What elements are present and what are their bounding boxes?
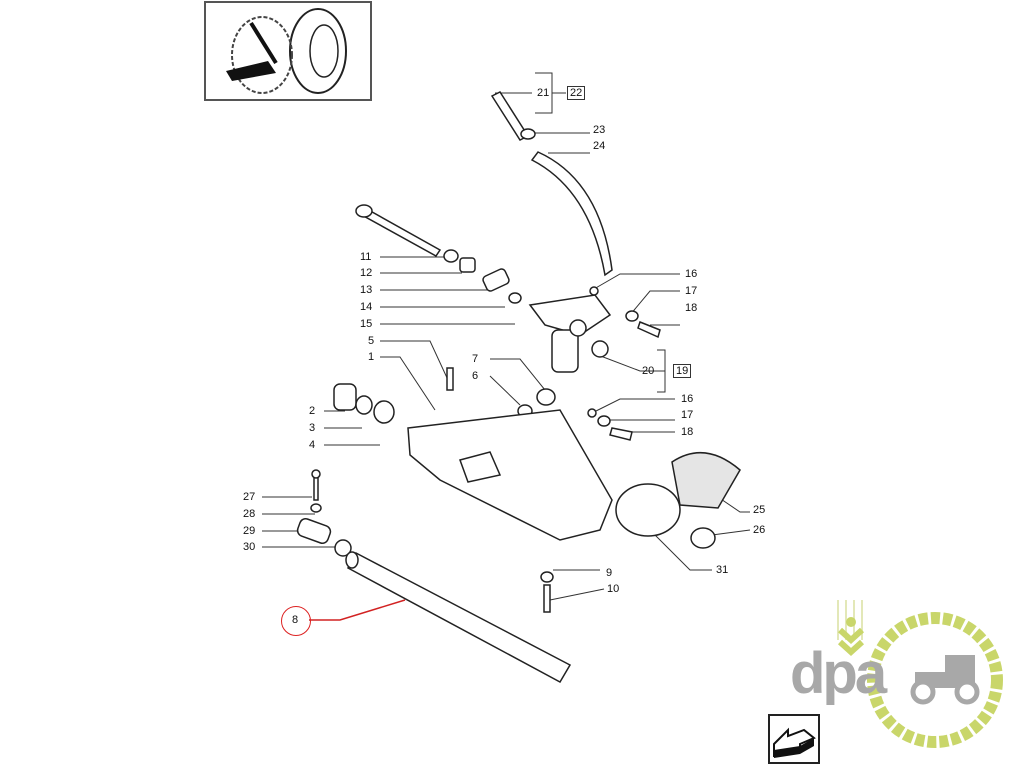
part-label-15: 15: [360, 318, 373, 330]
part-label-17b: 17: [681, 409, 694, 421]
part-label-3: 3: [309, 422, 316, 434]
part-label-29: 29: [243, 525, 256, 537]
part-label-14: 14: [360, 301, 373, 313]
part-label-8: 8: [292, 614, 299, 626]
part-label-30: 30: [243, 541, 256, 553]
highlighted-part-callout[interactable]: [281, 606, 311, 636]
part-label-11: 11: [360, 251, 372, 263]
part-label-25: 25: [753, 504, 766, 516]
part-label-24: 24: [593, 140, 606, 152]
tractor-wheel-icon: [226, 8, 347, 94]
part-label-21: 21: [537, 87, 550, 99]
part-ref-22[interactable]: 22: [567, 86, 586, 100]
part-label-28: 28: [243, 508, 256, 520]
part-label-5: 5: [368, 335, 375, 347]
part-label-12: 12: [360, 267, 373, 279]
part-label-18b: 18: [681, 426, 694, 438]
part-ref-19[interactable]: 19: [673, 364, 692, 378]
part-label-13: 13: [360, 284, 373, 296]
part-label-23: 23: [593, 124, 606, 136]
part-label-18: 18: [685, 302, 698, 314]
part-label-4: 4: [309, 439, 316, 451]
part-label-26: 26: [753, 524, 766, 536]
part-label-10: 10: [607, 583, 620, 595]
back-nav-button[interactable]: [768, 714, 820, 764]
part-label-17: 17: [685, 285, 698, 297]
tractor-location-thumbnail: [204, 1, 372, 101]
dpa-logo-text: dpa: [790, 641, 887, 706]
part-label-16b: 16: [681, 393, 694, 405]
part-label-6: 6: [472, 370, 479, 382]
part-label-20: 20: [642, 365, 655, 377]
part-label-7: 7: [472, 353, 479, 365]
arrow-back-icon: [773, 727, 816, 758]
dpa-logo-emblem: [837, 600, 1003, 748]
part-label-2: 2: [309, 405, 316, 417]
part-label-1: 1: [368, 351, 375, 363]
part-label-31: 31: [716, 564, 729, 576]
part-label-27: 27: [243, 491, 256, 503]
part-label-9: 9: [606, 567, 613, 579]
part-label-16: 16: [685, 268, 698, 280]
